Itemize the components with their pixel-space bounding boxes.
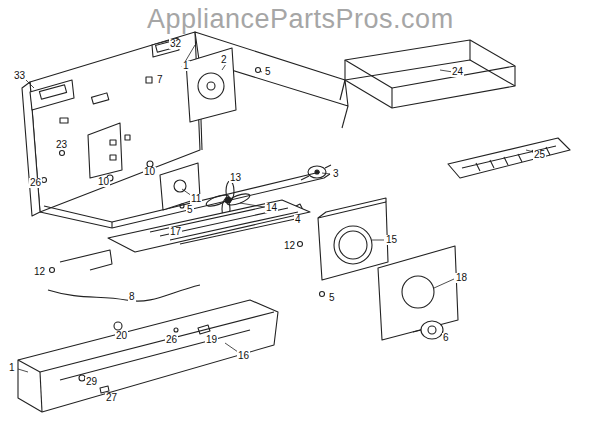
- callout-number: 29: [85, 377, 98, 387]
- callout-number: 16: [237, 351, 250, 361]
- callout-number: 4: [294, 215, 302, 225]
- callout-number: 6: [442, 333, 450, 343]
- callout-number: 19: [205, 335, 218, 345]
- callout-number: 5: [328, 293, 336, 303]
- watermark-text: AppliancePartsPros.com: [146, 6, 455, 33]
- callout-number: 1: [182, 61, 190, 71]
- callout-number: 2: [220, 55, 228, 65]
- callout-number: 10: [143, 167, 156, 177]
- callout-number: 26: [29, 178, 42, 188]
- callout-number: 10: [97, 177, 110, 187]
- callout-number: 17: [169, 227, 182, 237]
- callout-number: 8: [128, 292, 136, 302]
- callout-number: 5: [186, 205, 194, 215]
- callout-number: 27: [105, 393, 118, 403]
- callout-number: 13: [229, 173, 242, 183]
- callout-number: 24: [451, 67, 464, 77]
- callout-number: 25: [533, 150, 546, 160]
- callout-number: 3: [332, 169, 340, 179]
- callout-number: 11: [190, 194, 202, 204]
- callout-number: 33: [13, 71, 26, 81]
- callout-number: 20: [115, 331, 128, 341]
- callout-number: 1: [8, 363, 16, 373]
- callout-number: 14: [265, 203, 278, 213]
- callout-number: 32: [169, 39, 182, 49]
- callout-number: 15: [385, 235, 398, 245]
- callout-number: 5: [264, 67, 272, 77]
- callout-number: 23: [55, 140, 68, 150]
- callout-number: 12: [283, 241, 296, 251]
- callout-number: 7: [156, 75, 164, 85]
- callout-number: 18: [455, 273, 468, 283]
- callout-number: 26: [165, 335, 178, 345]
- callout-number: 12: [33, 267, 46, 277]
